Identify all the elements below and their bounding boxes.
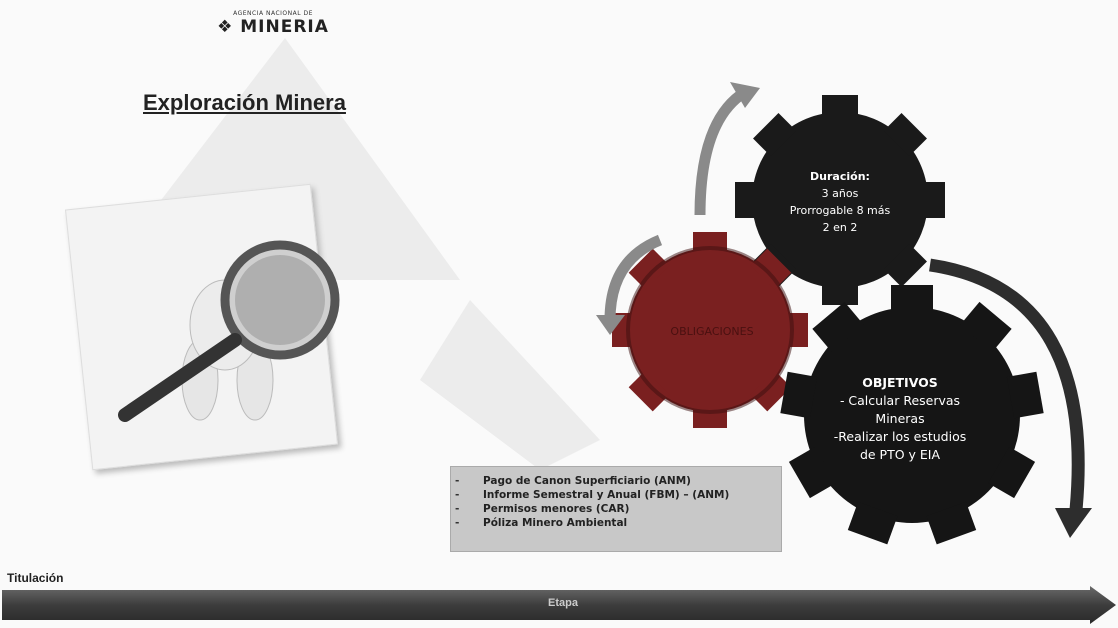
magnifier-handle	[118, 333, 242, 422]
cycle-arrows	[604, 87, 1085, 521]
obligations-label: OBLIGACIONES	[670, 325, 753, 338]
objectives-line: de PTO y EIA	[859, 447, 941, 462]
arrow-left-curve	[604, 234, 663, 321]
requirements-box: -Pago de Canon Superficiario (ANM) -Info…	[450, 466, 782, 552]
arrow-right-curve	[929, 258, 1085, 521]
page-title: Exploración Minera	[143, 90, 346, 115]
logo-name: ❖ MINERIA	[217, 17, 329, 37]
pointer-shape	[420, 300, 600, 470]
duration-heading: Duración:	[810, 170, 870, 183]
logo-agency-line: AGENCIA NACIONAL DE	[233, 10, 313, 17]
timeline-bar-label: Etapa	[548, 597, 578, 609]
list-item: -Pago de Canon Superficiario (ANM)	[455, 475, 691, 487]
list-item: -Permisos menores (CAR)	[455, 503, 630, 515]
duration-text: Duración: 3 años Prorrogable 8 más 2 en …	[770, 166, 910, 238]
timeline-start-label: Titulación	[7, 571, 64, 585]
objectives-gear	[780, 285, 1044, 545]
objectives-line: -Realizar los estudios	[833, 429, 967, 444]
duration-gear	[735, 95, 945, 305]
arrow-left-head	[596, 315, 625, 335]
timeline-arrow	[2, 586, 1116, 624]
magnifier-icon	[118, 240, 340, 422]
objectives-heading: OBJETIVOS	[862, 375, 938, 390]
objectives-line: Mineras	[875, 411, 925, 426]
list-item: -Póliza Minero Ambiental	[455, 517, 628, 529]
objectives-line: - Calcular Reservas	[839, 393, 961, 408]
obligations-gear	[612, 232, 808, 428]
list-item: -Informe Semestral y Anual (FBM) – (ANM)	[455, 489, 730, 501]
requirements-list: -Pago de Canon Superficiario (ANM) -Info…	[455, 475, 781, 529]
duration-line: 2 en 2	[822, 221, 858, 234]
duration-line: 3 años	[821, 187, 859, 200]
duration-line: Prorrogable 8 más	[789, 204, 891, 217]
objectives-text: OBJETIVOS - Calcular Reservas Mineras -R…	[800, 372, 1000, 465]
arrow-up-head	[730, 82, 760, 108]
arrow-right-head	[1055, 508, 1092, 538]
diamond-icon: ❖	[217, 17, 234, 37]
arrow-up-curve	[694, 87, 749, 216]
agency-logo: AGENCIA NACIONAL DE ❖ MINERIA	[198, 10, 348, 37]
